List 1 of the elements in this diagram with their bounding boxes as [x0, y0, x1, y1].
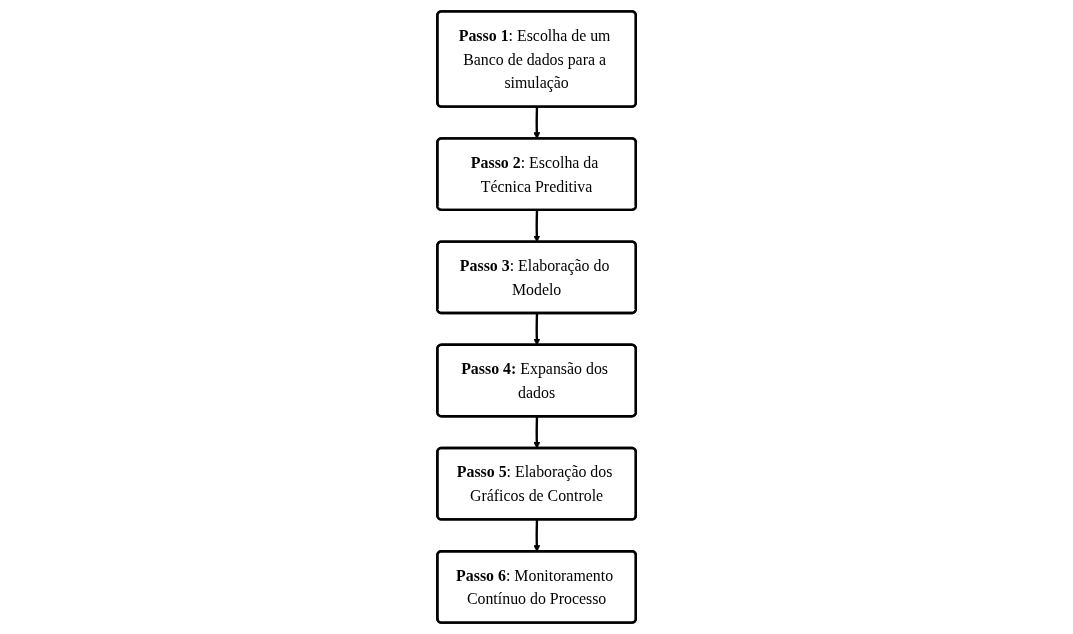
arrow — [533, 519, 541, 552]
